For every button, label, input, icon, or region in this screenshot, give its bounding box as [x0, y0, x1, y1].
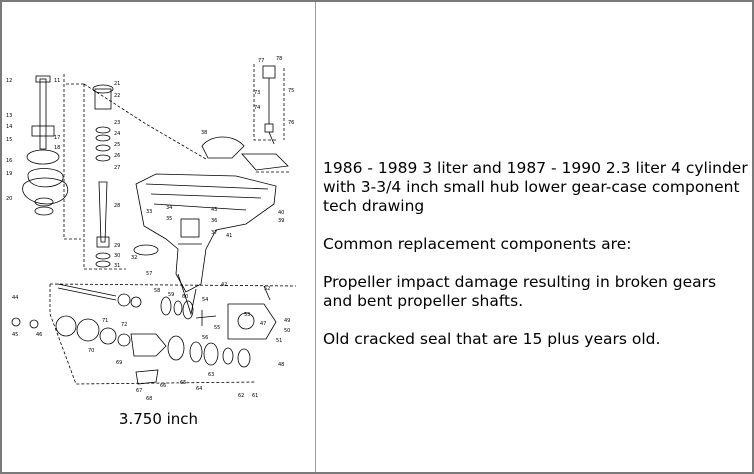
svg-text:22: 22 [114, 93, 120, 99]
svg-text:19: 19 [6, 171, 12, 177]
svg-text:47: 47 [260, 321, 266, 327]
svg-text:73: 73 [254, 90, 260, 96]
svg-text:43: 43 [211, 207, 217, 213]
component-item: Propeller impact damage resulting in bro… [323, 273, 717, 310]
svg-text:17: 17 [54, 135, 60, 141]
svg-text:35: 35 [166, 216, 172, 222]
svg-text:37: 37 [211, 230, 217, 236]
svg-text:74: 74 [254, 105, 260, 111]
common-components-heading: Common replacement components are: [323, 235, 632, 253]
svg-text:38: 38 [201, 130, 207, 136]
svg-text:33: 33 [146, 209, 152, 215]
svg-text:16: 16 [6, 158, 12, 164]
svg-text:30: 30 [114, 253, 120, 259]
svg-text:61: 61 [252, 393, 258, 399]
svg-text:76: 76 [288, 120, 294, 126]
svg-text:48: 48 [278, 362, 284, 368]
svg-text:27: 27 [114, 165, 120, 171]
description-block: 1986 - 1989 3 liter and 1987 - 1990 2.3 … [323, 159, 748, 368]
svg-text:51: 51 [276, 338, 282, 344]
svg-text:32: 32 [131, 255, 137, 261]
svg-text:36: 36 [211, 218, 217, 224]
svg-text:40: 40 [278, 210, 284, 216]
svg-text:66: 66 [160, 383, 166, 389]
svg-text:25: 25 [114, 142, 120, 148]
svg-text:28: 28 [114, 203, 120, 209]
svg-text:29: 29 [114, 243, 120, 249]
drawing-caption: 3.750 inch [118, 410, 199, 428]
component-item: Old cracked seal that are 15 plus years … [323, 330, 661, 348]
svg-text:14: 14 [6, 124, 12, 130]
description-title: 1986 - 1989 3 liter and 1987 - 1990 2.3 … [323, 159, 748, 215]
svg-text:23: 23 [114, 120, 120, 126]
svg-text:50: 50 [284, 328, 290, 334]
svg-text:34: 34 [166, 205, 172, 211]
svg-text:78: 78 [276, 56, 282, 62]
svg-text:75: 75 [288, 88, 294, 94]
svg-text:54: 54 [202, 297, 208, 303]
svg-text:63: 63 [208, 372, 214, 378]
svg-text:57: 57 [146, 271, 152, 277]
svg-text:60: 60 [182, 294, 188, 300]
svg-text:41: 41 [226, 233, 232, 239]
svg-text:52: 52 [264, 286, 270, 292]
svg-text:62: 62 [238, 393, 244, 399]
svg-text:77: 77 [258, 58, 264, 64]
svg-text:45: 45 [12, 332, 18, 338]
svg-text:64: 64 [196, 386, 202, 392]
svg-text:53: 53 [244, 312, 250, 318]
svg-text:24: 24 [114, 131, 120, 137]
svg-text:20: 20 [6, 196, 12, 202]
svg-text:69: 69 [116, 360, 122, 366]
svg-text:18: 18 [54, 145, 60, 151]
svg-text:65: 65 [180, 380, 186, 386]
svg-text:55: 55 [214, 325, 220, 331]
svg-text:70: 70 [88, 348, 94, 354]
svg-text:26: 26 [114, 153, 120, 159]
svg-text:31: 31 [114, 263, 120, 269]
svg-text:59: 59 [168, 292, 174, 298]
svg-text:56: 56 [202, 335, 208, 341]
svg-text:42: 42 [221, 282, 227, 288]
svg-text:11: 11 [54, 78, 60, 84]
svg-text:49: 49 [284, 318, 290, 324]
svg-text:72: 72 [121, 322, 127, 328]
svg-text:12: 12 [6, 78, 12, 84]
svg-text:13: 13 [6, 113, 12, 119]
svg-text:67: 67 [136, 388, 142, 394]
description-cell: 1986 - 1989 3 liter and 1987 - 1990 2.3 … [316, 2, 752, 472]
svg-text:44: 44 [12, 295, 18, 301]
svg-text:68: 68 [146, 396, 152, 402]
svg-text:58: 58 [154, 288, 160, 294]
svg-text:71: 71 [102, 318, 108, 324]
svg-text:21: 21 [114, 81, 120, 87]
svg-text:46: 46 [36, 332, 42, 338]
svg-text:39: 39 [278, 218, 284, 224]
svg-text:15: 15 [6, 137, 12, 143]
